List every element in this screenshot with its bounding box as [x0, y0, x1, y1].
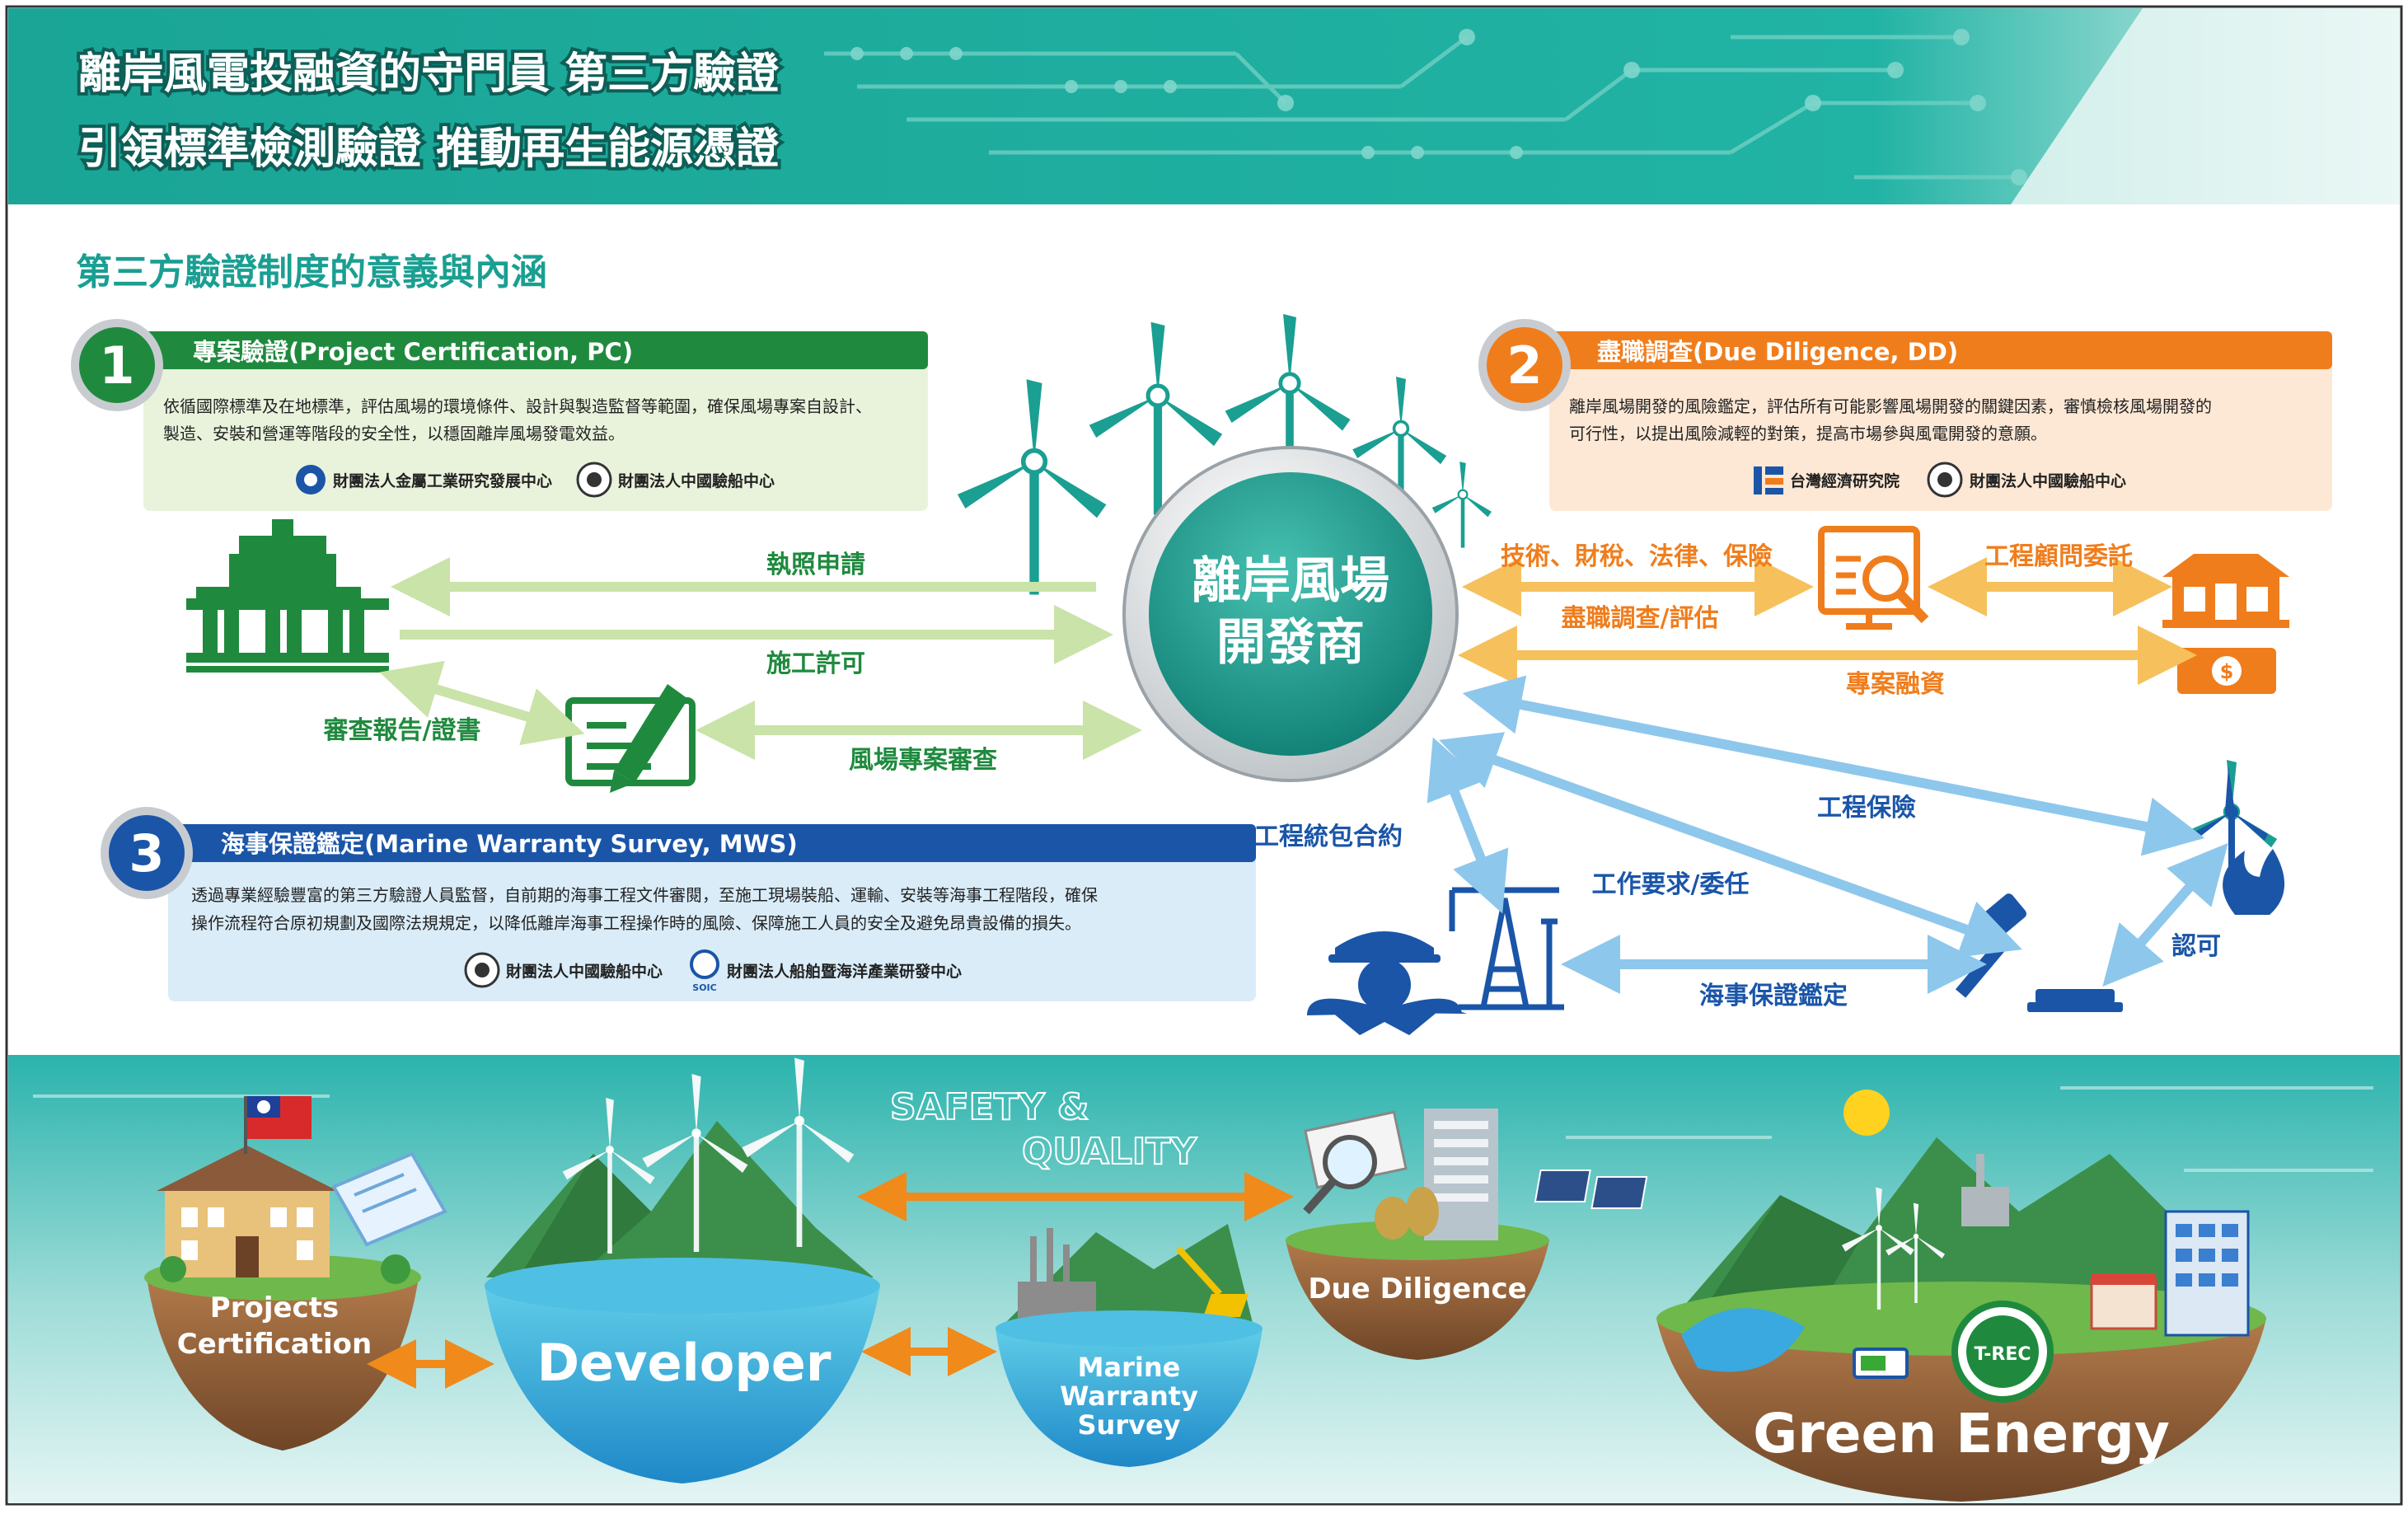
card-dd-desc-1: 離岸風場開發的風險鑑定，評估所有可能影響風場開發的關鍵因素，審慎檢核風場開發的	[1569, 396, 2212, 416]
document-pen-icon	[565, 684, 696, 793]
island-green-energy: T-REC Green Energy	[1534, 1090, 2266, 1502]
card-dd-title: 盡職調查(Due Diligence, DD)	[1597, 338, 1958, 366]
badge-3-number: 3	[129, 823, 164, 884]
badge-3	[109, 815, 185, 891]
dollar-icon: $	[2220, 660, 2234, 683]
label-approval: 認可	[2171, 932, 2221, 961]
label-epc: 工程統包合約	[1254, 823, 1403, 851]
money-icon: $	[2177, 648, 2276, 694]
turbine-fire-icon	[2181, 758, 2285, 915]
island-marine-warranty-survey: Marine Warranty Survey	[996, 1224, 1263, 1467]
card-dd-org2: 財團法人中國驗船中心	[1970, 471, 2126, 490]
card-mws-desc-1: 透過專業經驗豐富的第三方驗證人員監督，自前期的海事工程文件審閱，至施工現場裝船、…	[191, 885, 1098, 905]
section-title: 第三方驗證制度的意義與內涵	[76, 251, 547, 293]
header-line2: 引領標準檢測驗證 推動再生能源憑證	[78, 124, 780, 174]
worker-collar	[1307, 1012, 1462, 1035]
label-tech-tax-legal: 技術、財稅、法律、保險	[1501, 542, 1773, 571]
card-dd-org1: 台灣經濟研究院	[1790, 471, 1900, 490]
government-building-icon	[186, 519, 389, 673]
badge-2-number: 2	[1506, 335, 1542, 396]
island-due-diligence: Due Diligence	[1286, 1109, 1549, 1360]
label-eng-consult: 工程顧問委託	[1984, 542, 2133, 571]
badge-2	[1487, 327, 1562, 403]
label-due-diligence: Due Diligence	[1308, 1273, 1526, 1305]
card-project-certification: 1 專案驗證(Project Certification, PC) 依循國際標準…	[71, 319, 928, 511]
card-mws-desc-2: 操作流程符合原初規劃及國際法規規定，以降低離岸海事工程操作時的風險、保障施工人員…	[191, 913, 1081, 933]
circuit-dots	[850, 29, 2027, 185]
card-pc-desc-1: 依循國際標準及在地標準，評估風場的環境條件、設計與製造監督等範圍，確保風場專案自…	[163, 396, 872, 416]
card-pc-desc-2: 製造、安裝和營運等階段的安全性，以穩固離岸風場發電效益。	[163, 424, 625, 443]
label-eng-insurance: 工程保險	[1817, 794, 1916, 823]
developer-label-1: 離岸風場	[1192, 552, 1389, 610]
arrow-work-request	[1439, 732, 2022, 958]
label-review-report: 審查報告/證書	[323, 716, 481, 745]
label-marine-1: Marine	[1078, 1352, 1181, 1383]
flow-arrows-bottom	[1427, 675, 2228, 994]
flow-arrows-left	[379, 557, 1142, 760]
arrow-review-report	[379, 660, 585, 746]
label-work-request: 工作要求/委任	[1592, 870, 1750, 899]
outer-border	[5, 5, 2403, 1506]
factory	[1961, 1187, 2009, 1226]
developer-hub: 離岸風場 開發商	[1122, 446, 1459, 782]
card-pc-org1: 財團法人金屬工業研究發展中心	[333, 471, 552, 490]
label-marine-3: Survey	[1077, 1409, 1180, 1441]
card-mws-title: 海事保證鑑定(Marine Warranty Survey, MWS)	[221, 830, 798, 858]
soic-logo	[690, 949, 719, 979]
label-construction-permit: 施工許可	[766, 649, 865, 678]
oil-rig-icon	[1449, 887, 1564, 1010]
tier-logo	[1754, 466, 1783, 495]
card-marine-warranty-survey: 3 海事保證鑑定(Marine Warranty Survey, MWS) 透過…	[101, 807, 1256, 1001]
card-dd-desc-2: 可行性，以提出風險減輕的對策，提高市場參與風電開發的意願。	[1569, 424, 2047, 443]
label-project-finance: 專案融資	[1846, 670, 1945, 699]
trec-label: T-REC	[1974, 1344, 2031, 1365]
gavel-icon	[1955, 893, 2123, 1012]
worker-body	[1307, 998, 1462, 1015]
label-license-apply: 執照申請	[766, 551, 865, 579]
developer-label-2: 開發商	[1216, 614, 1365, 672]
label-dd-eval: 盡職調查/評估	[1562, 604, 1719, 633]
soic-logo-abbr: SOIC	[692, 982, 716, 993]
label-mws: 海事保證鑑定	[1699, 982, 1848, 1010]
label-developer: Developer	[537, 1333, 832, 1393]
label-projects-1: Projects	[210, 1291, 339, 1324]
card-mws-org1: 財團法人中國驗船中心	[506, 962, 663, 981]
arrow-epc	[1427, 737, 1509, 914]
badge-1-number: 1	[99, 335, 134, 396]
bottom-illustration: Projects Certification Developer SAFETY …	[8, 1055, 2400, 1503]
header-line1: 離岸風電投融資的守門員 第三方驗證	[78, 49, 780, 99]
bank-building-icon	[2162, 554, 2289, 628]
shop	[2090, 1277, 2157, 1330]
label-marine-2: Warranty	[1060, 1380, 1198, 1412]
safety-label-1: SAFETY &	[890, 1086, 1089, 1128]
card-pc-org2: 財團法人中國驗船中心	[618, 471, 775, 490]
label-project-review: 風場專案審查	[849, 746, 997, 775]
safety-label-2: QUALITY	[1022, 1131, 1197, 1173]
badge-1	[79, 327, 155, 403]
flow-arrows-right	[1458, 557, 2197, 685]
card-mws-org2: 財團法人船舶暨海洋產業研發中心	[727, 962, 962, 981]
header-banner: 離岸風電投融資的守門員 第三方驗證 引領標準檢測驗證 推動再生能源憑證	[8, 8, 2400, 204]
island-projects-certification: Projects Certification	[144, 1096, 447, 1451]
circuit-pattern	[824, 35, 2019, 180]
magnifier-document-icon	[1818, 526, 1929, 630]
label-green-energy: Green Energy	[1753, 1402, 2170, 1465]
island-developer: Developer	[485, 1057, 880, 1484]
sun-icon	[1843, 1090, 1890, 1136]
arrow-approval	[2102, 842, 2228, 987]
card-due-diligence: 2 盡職調查(Due Diligence, DD) 離岸風場開發的風險鑑定，評估…	[1478, 319, 2332, 511]
card-pc-title: 專案驗證(Project Certification, PC)	[193, 338, 633, 366]
label-projects-2: Certification	[177, 1328, 372, 1361]
solar-panels	[1534, 1169, 1648, 1209]
